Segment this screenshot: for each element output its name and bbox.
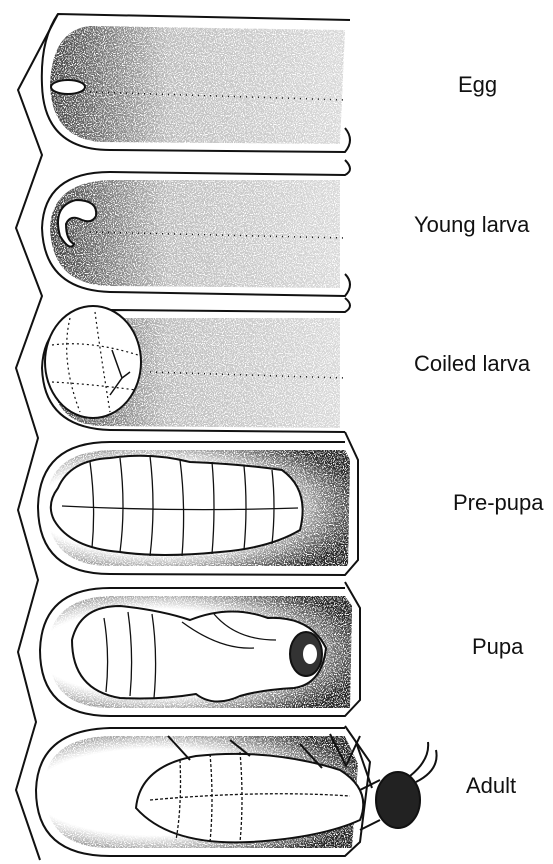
stage-label-adult: Adult — [466, 773, 516, 799]
stage-label-pupa: Pupa — [472, 634, 523, 660]
cell-pupa — [40, 582, 360, 716]
stage-label-pre-pupa: Pre-pupa — [453, 490, 544, 516]
cell-egg — [42, 14, 350, 152]
cell-adult — [36, 726, 437, 856]
comb-wall — [16, 14, 58, 860]
egg-shape — [51, 80, 85, 94]
pre-pupa-shape — [51, 456, 303, 555]
cell-coiled-larva — [42, 298, 350, 432]
stage-label-young-larva: Young larva — [414, 212, 529, 238]
adult-bee-head — [376, 772, 420, 828]
pupa-shape — [72, 606, 326, 702]
coiled-larva-shape — [45, 306, 141, 418]
stage-label-egg: Egg — [458, 72, 497, 98]
adult-bee-shape — [136, 754, 363, 843]
stage-label-coiled-larva: Coiled larva — [414, 351, 530, 377]
cell-pre-pupa — [38, 432, 358, 575]
cell-young-larva — [42, 160, 350, 296]
